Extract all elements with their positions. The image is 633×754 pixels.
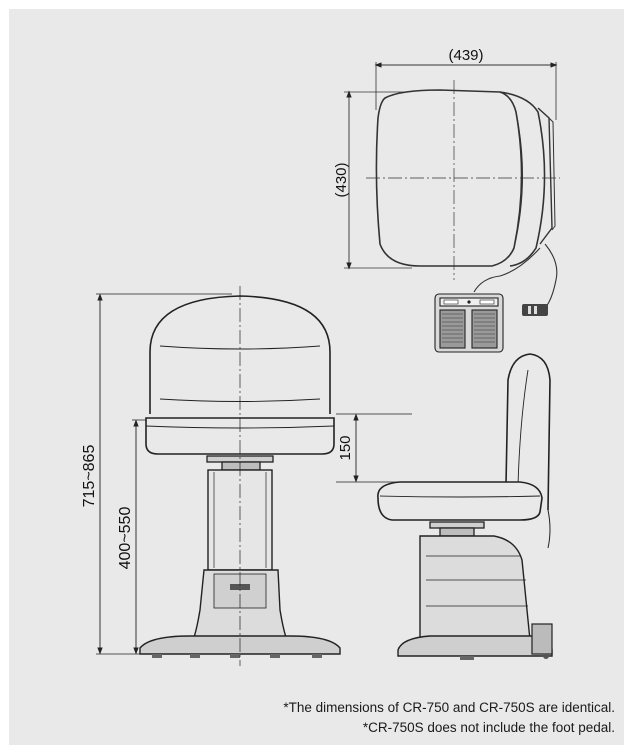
seat-height-label: 400~550 xyxy=(117,507,134,570)
top-width-label: (439) xyxy=(448,47,483,64)
top-depth-label: (430) xyxy=(333,162,350,197)
top-view xyxy=(344,62,560,316)
dimension-labels: (439) (430) 715~865 400~550 150 xyxy=(81,47,484,569)
foot-pedal xyxy=(434,293,504,353)
front-view xyxy=(96,286,341,666)
note-identical-dimensions: *The dimensions of CR-750 and CR-750S ar… xyxy=(283,700,615,715)
backrest-offset-label: 150 xyxy=(337,435,354,460)
overall-height-label: 715~865 xyxy=(81,445,98,508)
note-no-foot-pedal: *CR-750S does not include the foot pedal… xyxy=(362,720,615,735)
side-view xyxy=(336,353,553,660)
